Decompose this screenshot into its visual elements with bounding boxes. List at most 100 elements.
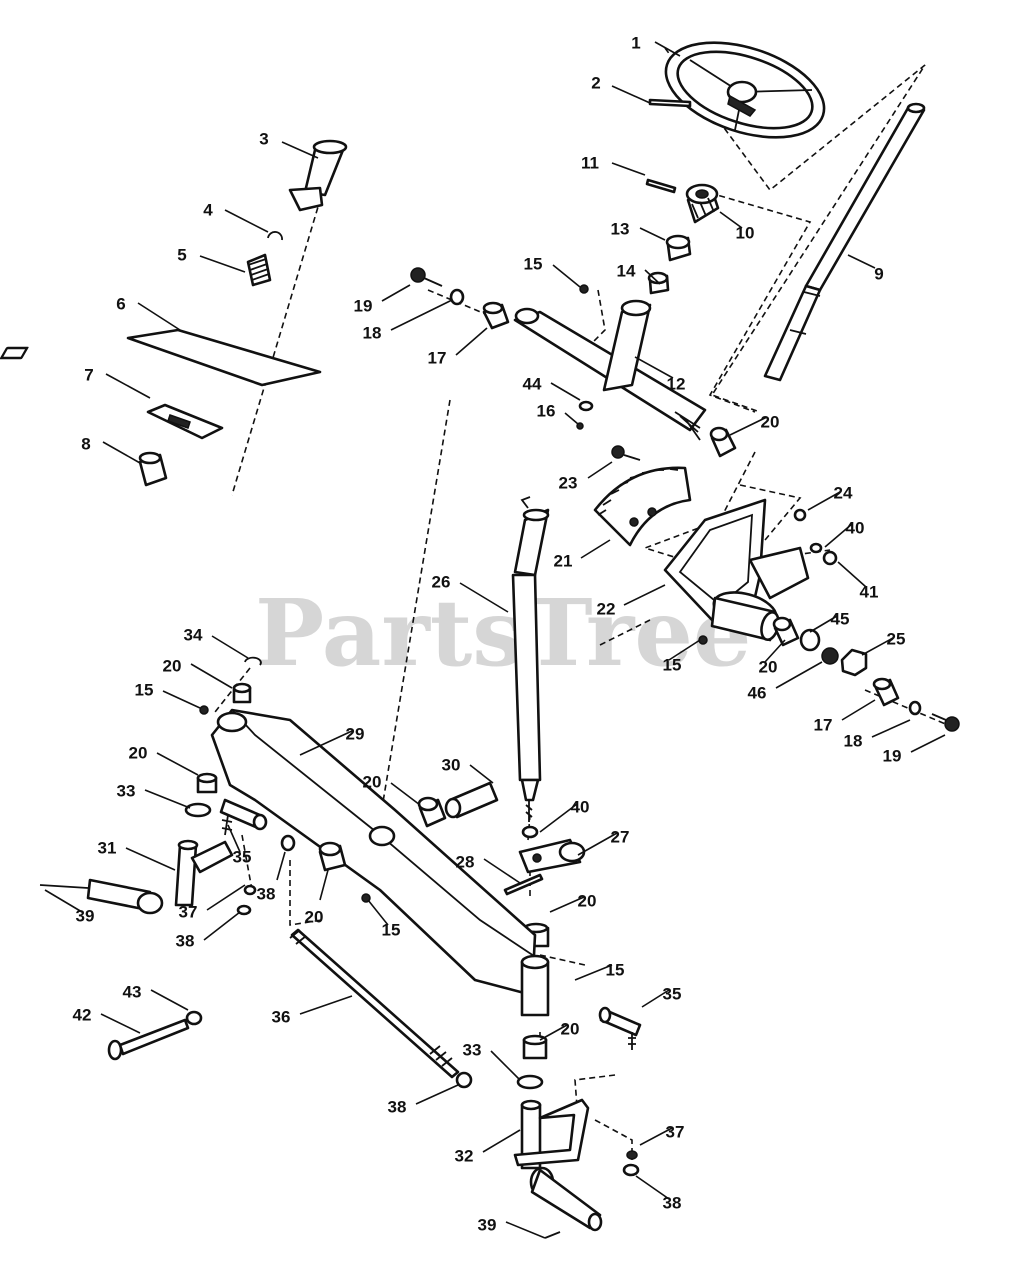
- callout-c32: 32: [455, 1146, 474, 1165]
- leader-line-c4: [224, 209, 269, 233]
- leader-line-c39a: [44, 889, 83, 913]
- bracket-plate: [146, 403, 224, 440]
- washer-18-right: [908, 700, 922, 716]
- leader-line-c33b: [490, 1050, 521, 1081]
- callout-labels: 1234567891011121314151617181920212223242…: [44, 33, 946, 1239]
- leader-line-c20b: [764, 639, 786, 663]
- callout-c40a: 40: [571, 797, 590, 816]
- callout-c39a: 39: [76, 906, 95, 925]
- leader-line-c28: [483, 858, 521, 884]
- leader-line-c34: [211, 635, 249, 659]
- washer-44: [578, 400, 594, 412]
- leader-line-c15a: [552, 264, 581, 288]
- roll-pin-28: [503, 873, 544, 896]
- callout-c20a: 20: [761, 412, 780, 431]
- leader-line-c26: [459, 582, 509, 613]
- watermark: PartsTree: [255, 579, 751, 687]
- bushing-20-left: [196, 772, 218, 794]
- callout-c46: 46: [748, 683, 767, 702]
- callout-c33a: 33: [117, 781, 136, 800]
- leader-line-c46: [775, 661, 823, 689]
- callout-c1: 1: [631, 33, 640, 52]
- callout-c15b: 15: [663, 655, 682, 674]
- leader-line-c20c: [190, 663, 233, 689]
- bushing-20-lower-left: [318, 841, 347, 872]
- washer-38-right: [622, 1163, 640, 1177]
- sector-gear: [593, 466, 692, 547]
- leader-line-c17a: [455, 327, 488, 356]
- leader-line-c37b: [639, 1127, 673, 1146]
- callout-c6: 6: [116, 294, 125, 313]
- callout-c13: 13: [611, 219, 630, 238]
- washer-45: [799, 628, 821, 652]
- leader-line-c20g: [549, 896, 585, 913]
- steering-support: [513, 299, 707, 441]
- leader-line-c38b: [276, 851, 286, 881]
- nut-37-left: [243, 884, 257, 896]
- washer-38-left: [236, 904, 252, 916]
- leader-line-c23: [587, 461, 613, 479]
- washer-33-right: [516, 1074, 544, 1090]
- bushing-20-lower: [522, 1034, 548, 1060]
- wheel-pin: [648, 98, 692, 108]
- leader-line-c18a: [390, 299, 453, 331]
- leader-line-c3: [281, 141, 319, 159]
- callout-c37a: 37: [179, 902, 198, 921]
- callout-c17b: 17: [814, 715, 833, 734]
- leader-line-c19b: [910, 734, 946, 753]
- washer-40-right: [809, 542, 823, 554]
- leader-line-c37a: [206, 884, 246, 911]
- callout-c2: 2: [591, 73, 600, 92]
- bolt-19-right: [931, 713, 960, 732]
- leader-line-c5: [199, 255, 246, 273]
- leader-line-c38d: [635, 1175, 670, 1200]
- leader-line-c22: [623, 584, 666, 606]
- callout-c9: 9: [874, 264, 883, 283]
- callout-c34: 34: [184, 625, 203, 644]
- steering-arm: [518, 838, 586, 874]
- bushing-14: [647, 271, 670, 295]
- leader-line-c10: [719, 211, 743, 229]
- callout-c15a: 15: [524, 254, 543, 273]
- callout-c15e: 15: [606, 960, 625, 979]
- leader-line-c15b: [668, 639, 701, 661]
- callout-c17a: 17: [428, 348, 447, 367]
- leader-line-c20a: [729, 416, 768, 436]
- leader-line-c12: [634, 356, 674, 379]
- leader-line-c8: [102, 441, 141, 464]
- leader-line-c32: [482, 1129, 521, 1153]
- drag-link: [511, 496, 550, 822]
- callout-c19a: 19: [354, 296, 373, 315]
- leader-line-c20h: [539, 1024, 568, 1041]
- leader-line-c1: [654, 41, 681, 57]
- callout-c36: 36: [272, 1007, 291, 1026]
- leader-line-c35a: [227, 824, 241, 853]
- bolt-23: [611, 445, 641, 461]
- leader-line-c27: [577, 832, 618, 856]
- callout-c23: 23: [559, 473, 578, 492]
- leader-line-c40a: [539, 803, 578, 833]
- callout-c33b: 33: [463, 1040, 482, 1059]
- leader-line-c33a: [144, 789, 191, 809]
- leader-line-c44: [550, 382, 581, 401]
- callout-c39b: 39: [478, 1215, 497, 1234]
- leader-line-c39b: [505, 1221, 546, 1239]
- callout-c38a: 38: [176, 931, 195, 950]
- leader-line-c14: [644, 269, 661, 285]
- leader-line-c15c: [162, 690, 201, 709]
- pinion-gear: [685, 183, 720, 224]
- leader-line-c24: [807, 491, 841, 511]
- leader-line-c38c: [415, 1084, 459, 1105]
- callout-c27: 27: [611, 827, 630, 846]
- leader-line-c9: [847, 254, 876, 269]
- callout-c38b: 38: [257, 884, 276, 903]
- washer-38-mid: [280, 834, 296, 852]
- callout-c15d: 15: [382, 920, 401, 939]
- leader-line-c19a: [381, 284, 411, 302]
- tie-rod-end-35-right: [598, 1006, 642, 1050]
- leader-line-c6: [137, 302, 181, 331]
- callout-c28: 28: [456, 852, 475, 871]
- leader-line-c15e: [574, 964, 613, 981]
- grease-fitting-left-top: [199, 705, 209, 715]
